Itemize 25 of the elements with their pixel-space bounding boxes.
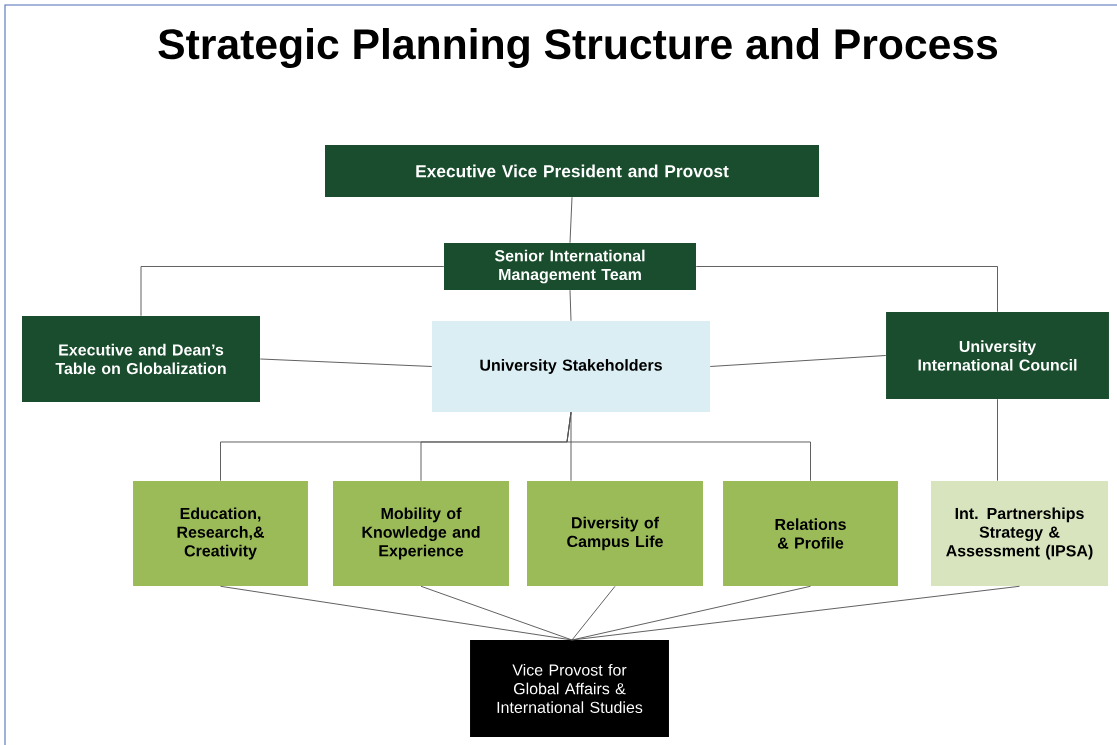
connector-line	[140, 266, 445, 317]
connector-line	[220, 585, 573, 641]
theme-box: Education, Research,& Creativity	[133, 480, 308, 587]
connector-line	[569, 196, 573, 244]
connector-line	[709, 355, 887, 367]
council-box: University International Council	[886, 312, 1109, 399]
table-box: Executive and Dean’s Table on Globalization	[22, 316, 260, 402]
theme-box: Relations & Profile	[723, 480, 898, 587]
connector-line	[570, 411, 572, 482]
connector-line	[569, 289, 572, 322]
office-box: Vice Provost for Global Affairs & International Studies	[470, 639, 669, 738]
theme-box: Diversity of Campus Life	[527, 480, 703, 587]
connector-line	[571, 585, 616, 641]
connector-line	[420, 585, 573, 641]
connector-line	[259, 358, 433, 367]
connector-line	[566, 411, 811, 482]
connector-line	[695, 266, 998, 313]
connector-line	[997, 398, 998, 482]
team-box: Senior International Management Team	[444, 243, 696, 290]
theme-box: Int. Partnerships Strategy & Assessment (IPSA)	[930, 480, 1109, 587]
header-box: Executive Vice President and Provost	[325, 145, 819, 197]
title: Strategic Planning Structure and Process	[158, 28, 998, 68]
stakeholder-box: University Stakeholders	[432, 321, 710, 412]
connector-line	[571, 585, 1020, 641]
theme-box: Mobility of Knowledge and Experience	[333, 480, 509, 587]
